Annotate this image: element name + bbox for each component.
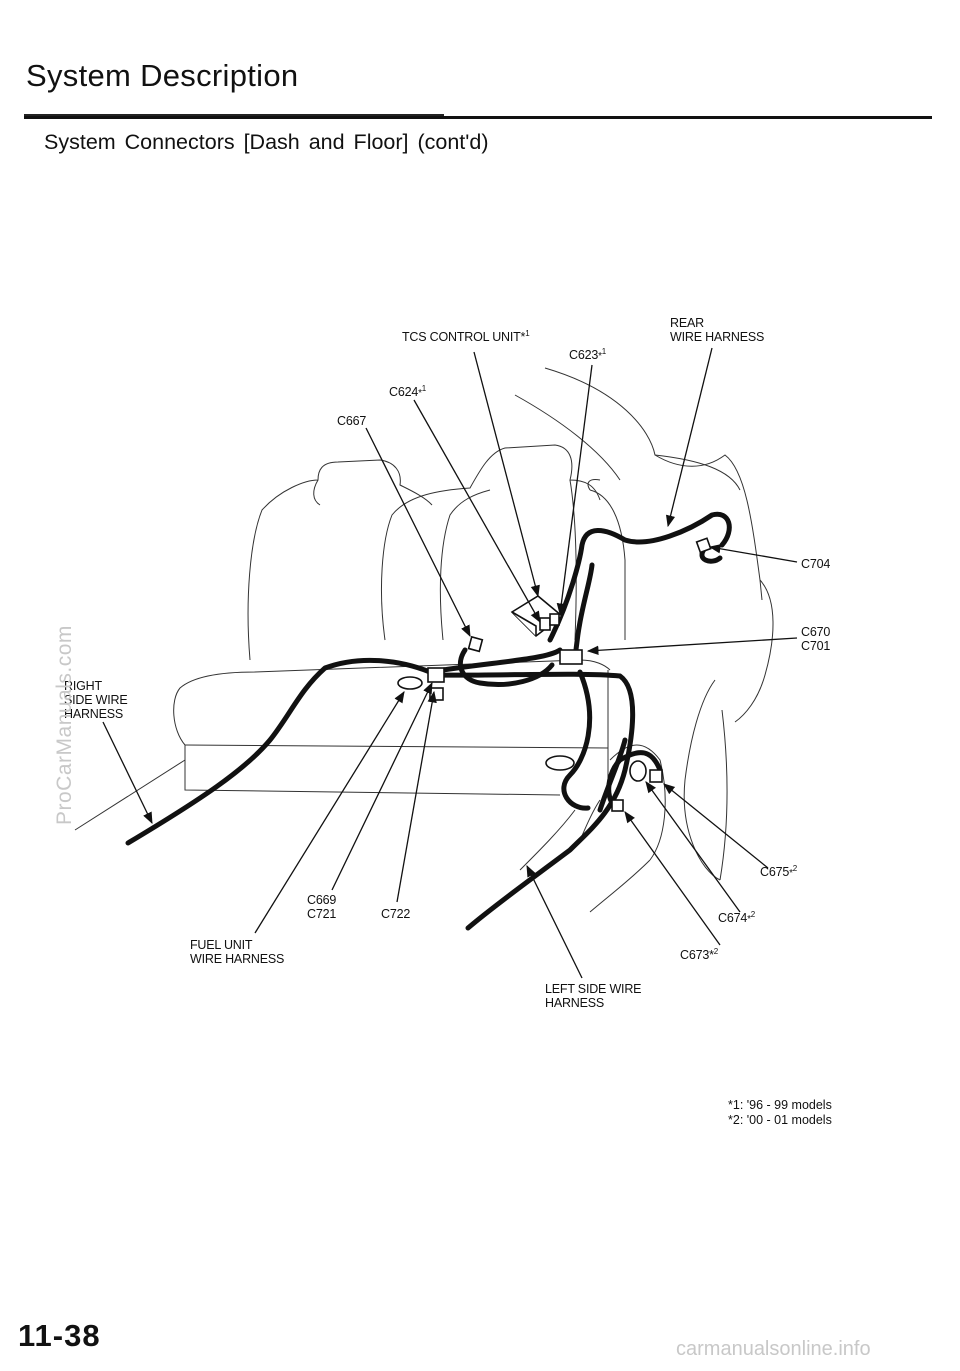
connector-c704 <box>695 537 712 554</box>
connector-c670-c701 <box>559 649 583 665</box>
connector-c669-c721 <box>427 667 445 683</box>
connector-c722 <box>429 687 444 701</box>
watermark-procarmanuals: ProCarManuals.com <box>53 625 76 825</box>
vehicle-outline <box>74 367 774 913</box>
header-rule-thin <box>24 114 444 116</box>
header-rule-thick <box>24 116 932 119</box>
leader-lines <box>102 347 798 979</box>
connector-c674 <box>629 760 647 782</box>
watermark-carmanualsonline: carmanualsonline.info <box>676 1338 871 1360</box>
label-c624: C624*1 <box>389 384 427 400</box>
label-c673: C673*2 <box>680 947 718 963</box>
grommet-left <box>397 676 423 690</box>
connector-c675 <box>649 769 663 783</box>
label-c623: C623*1 <box>569 347 607 363</box>
page-title: System Description <box>26 58 299 93</box>
wire-harness <box>125 511 732 931</box>
footnotes: *1: '96 - 99 models *2: '00 - 01 models <box>728 1098 832 1128</box>
section-subtitle: System Connectors [Dash and Floor] (cont… <box>44 130 489 154</box>
label-c722: C722 <box>381 907 411 921</box>
label-c675: C675*2 <box>760 864 798 880</box>
footnote-1: *1: '96 - 99 models <box>728 1098 832 1112</box>
grommet-right <box>545 755 575 771</box>
connector-c673 <box>611 799 624 812</box>
label-tcs-control-unit: TCS CONTROL UNIT*1 <box>402 329 530 345</box>
connector-c667 <box>467 635 484 653</box>
label-c667: C667 <box>337 414 367 428</box>
footnote-2: *2: '00 - 01 models <box>728 1113 832 1127</box>
page-number: 11-38 <box>18 1318 101 1353</box>
label-c674: C674*2 <box>718 910 756 926</box>
label-c704: C704 <box>801 557 831 571</box>
